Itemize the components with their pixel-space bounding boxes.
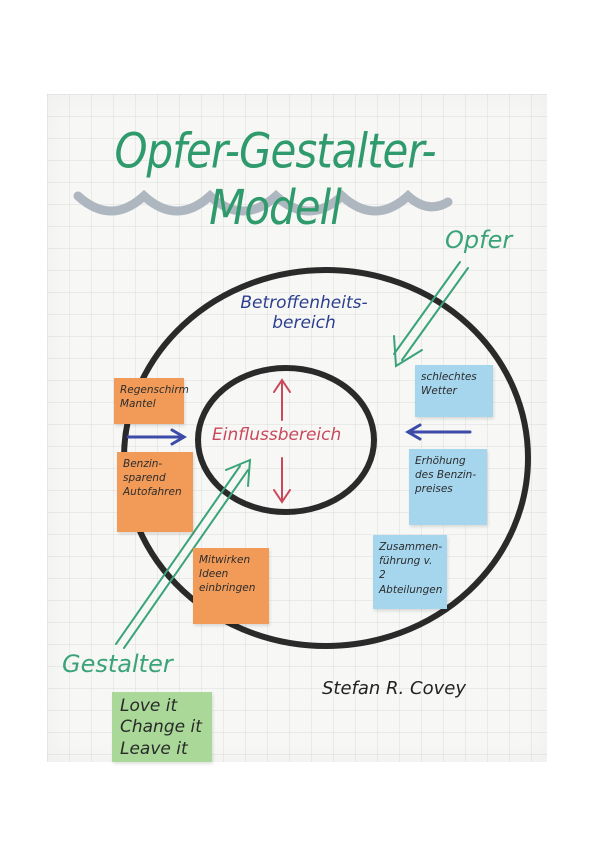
note-line: Leave it bbox=[120, 738, 188, 759]
red-down-arrow bbox=[273, 457, 291, 504]
outer-area-label: Betroffenheits- bereich bbox=[234, 293, 374, 334]
green-arrow-gestalter bbox=[115, 458, 252, 649]
note-line: Ideen bbox=[199, 568, 229, 581]
note-zusammenfuehrung: Zusammen- führung v. 2 Abteilungen bbox=[373, 535, 447, 609]
note-line: Erhöhung bbox=[415, 455, 466, 467]
inner-circle-einflussbereich bbox=[195, 365, 377, 515]
page-title: Opfer-Gestalter-Modell bbox=[114, 122, 436, 236]
note-line: Autofahren bbox=[123, 486, 182, 499]
blue-arrow-left bbox=[405, 423, 472, 441]
note-erhoehung-benzinpreis: Erhöhung des Benzin- preises bbox=[409, 449, 487, 525]
opfer-label: Opfer bbox=[445, 226, 513, 254]
note-line: Benzin- bbox=[123, 458, 163, 470]
outer-area-label-line1: Betroffenheits- bbox=[240, 293, 368, 313]
note-love-change-leave: Love it Change it Leave it bbox=[112, 692, 212, 762]
inner-area-label: Einflussbereich bbox=[212, 425, 342, 445]
note-line: Change it bbox=[120, 717, 202, 738]
note-regenschirm: Regenschirm Mantel bbox=[114, 378, 189, 424]
note-line: Zusammen- bbox=[379, 541, 443, 553]
note-schlechtes-wetter: schlechtes Wetter bbox=[415, 365, 493, 417]
note-line: Wetter bbox=[421, 385, 457, 398]
note-line: Mitwirken bbox=[199, 554, 251, 566]
note-line: einbringen bbox=[199, 582, 256, 595]
note-line: preises bbox=[415, 483, 453, 496]
green-arrow-opfer bbox=[393, 261, 469, 368]
note-line: Mantel bbox=[120, 398, 156, 411]
note-line: Regenschirm bbox=[120, 384, 189, 396]
note-line: sparend bbox=[123, 472, 166, 485]
note-line: führung v. bbox=[379, 555, 433, 568]
gestalter-label: Gestalter bbox=[62, 650, 173, 678]
note-line: 2 Abteilungen bbox=[379, 569, 443, 596]
note-line: Love it bbox=[120, 696, 178, 716]
note-mitwirken: Mitwirken Ideen einbringen bbox=[193, 548, 269, 624]
note-line: schlechtes bbox=[421, 371, 477, 383]
note-line: des Benzin- bbox=[415, 469, 477, 482]
blue-arrow-right bbox=[126, 428, 187, 446]
outer-area-label-line2: bereich bbox=[272, 313, 336, 334]
red-up-arrow bbox=[273, 378, 291, 421]
wave-decoration bbox=[73, 189, 453, 216]
note-benzin-sparend: Benzin- sparend Autofahren bbox=[117, 452, 193, 532]
author-signature: Stefan R. Covey bbox=[322, 678, 466, 699]
